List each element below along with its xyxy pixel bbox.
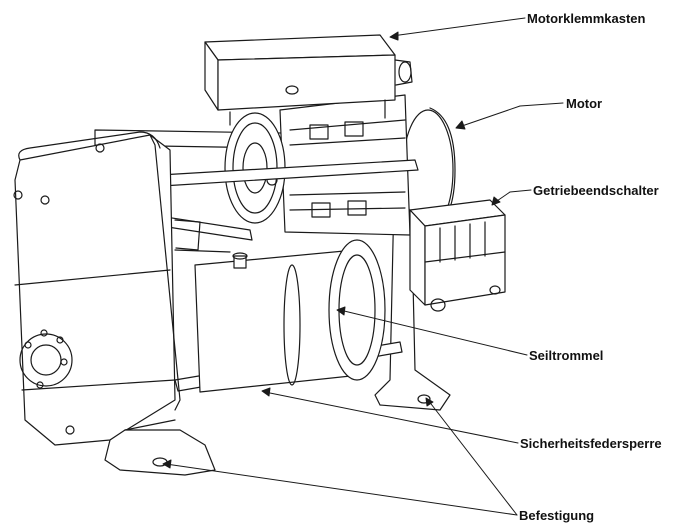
label-motor: Motor xyxy=(566,96,603,111)
gearbox-housing xyxy=(13,131,231,446)
label-seiltrommel: Seiltrommel xyxy=(529,348,604,363)
motor-terminal-box xyxy=(204,34,413,126)
label-getriebeendschalter: Getriebeendschalter xyxy=(533,183,659,198)
gear-limit-switch xyxy=(409,199,506,312)
label-sicherheitsfedersperre: Sicherheitsfedersperre xyxy=(520,436,662,451)
leader-lines xyxy=(162,17,564,516)
rope-drum xyxy=(194,239,386,393)
label-befestigung: Befestigung xyxy=(519,508,595,523)
front-mounting-foot xyxy=(104,419,216,476)
label-motorklemmkasten: Motorklemmkasten xyxy=(527,11,646,26)
